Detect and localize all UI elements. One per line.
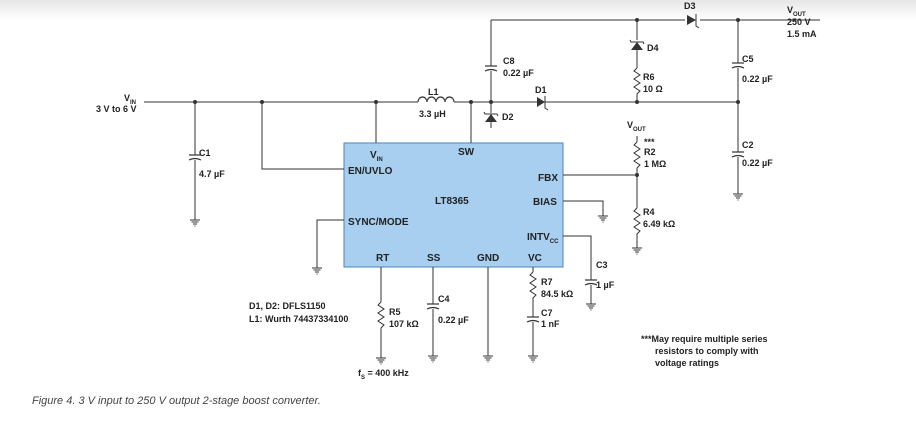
- diode-d2: [483, 102, 499, 128]
- capacitor-c7: [526, 316, 540, 363]
- resistor-r2: [563, 136, 641, 208]
- r7-ref: R7: [541, 277, 553, 287]
- vout-label: VOUT: [787, 5, 806, 18]
- c1-ref: C1: [199, 148, 211, 158]
- r6-value: 10 Ω: [643, 84, 663, 94]
- resistor-r7: [529, 267, 537, 317]
- c8-ref: C8: [503, 56, 515, 66]
- c8-value: 0.22 µF: [503, 68, 534, 78]
- vin-range: 3 V to 6 V: [96, 104, 137, 114]
- d1-ref: D1: [535, 85, 547, 95]
- ic-pin-bias: BIAS: [533, 197, 557, 208]
- ic-pin-intvcc: INTVCC: [527, 232, 559, 245]
- c7-value: 1 nF: [541, 319, 560, 329]
- r4-ref: R4: [643, 207, 655, 217]
- c2-value: 0.22 µF: [742, 158, 773, 168]
- note-resistor-1: ***May require multiple series: [641, 334, 768, 344]
- capacitor-c8: [484, 19, 685, 102]
- c3-ref: C3: [596, 260, 608, 270]
- diode-d1: [537, 96, 740, 111]
- capacitor-c5: [731, 20, 745, 102]
- r5-value: 107 kΩ: [389, 319, 419, 329]
- r4-value: 6.49 kΩ: [643, 219, 675, 229]
- ic-pin-gnd: GND: [477, 253, 499, 264]
- d4-ref: D4: [647, 43, 659, 53]
- r2-value: 1 MΩ: [644, 159, 666, 169]
- vout-voltage: 250 V: [787, 17, 811, 27]
- note-resistor-3: voltage ratings: [655, 358, 719, 368]
- ic-lt8365: [343, 142, 564, 268]
- ic-name: LT8365: [435, 196, 469, 207]
- diode-d4: [629, 18, 645, 68]
- r5-ref: R5: [389, 307, 401, 317]
- ic-pin-en-uvlo: EN/UVLO: [348, 166, 393, 177]
- c1-value: 4.7 µF: [199, 169, 225, 179]
- d3-ref: D3: [684, 1, 696, 11]
- gnd-pin-ground: [482, 267, 494, 363]
- ic-pin-sw: SW: [458, 147, 475, 158]
- sync-ground: [311, 219, 344, 275]
- resistor-r6: [633, 67, 641, 102]
- capacitor-c2: [731, 102, 745, 201]
- ic-pin-rt: RT: [376, 253, 389, 264]
- vout-node-label: VOUT: [627, 120, 646, 133]
- figure-caption: Figure 4. 3 V input to 250 V output 2-st…: [32, 395, 321, 407]
- ic-pin-sync-mode: SYNC/MODE: [348, 217, 409, 228]
- ic-pin-vc: VC: [528, 253, 542, 264]
- note-inductor: L1: Wurth 74437334100: [249, 314, 348, 324]
- l1-value: 3.3 µH: [419, 109, 446, 119]
- input-rail: [144, 100, 418, 170]
- resistor-r4: [631, 207, 643, 255]
- r2-mark: ***: [644, 137, 655, 147]
- c4-value: 0.22 µF: [438, 315, 469, 325]
- vin-label: VIN: [124, 93, 136, 106]
- c7-ref: C7: [541, 308, 553, 318]
- l1-ref: L1: [428, 87, 439, 97]
- r7-value: 84.5 kΩ: [541, 289, 573, 299]
- r2-ref: R2: [644, 147, 656, 157]
- note-resistor-2: resistors to comply with: [655, 346, 759, 356]
- ic-pin-ss: SS: [427, 253, 441, 264]
- ic-pin-fbx: FBX: [538, 173, 558, 184]
- c3-value: 1 µF: [596, 280, 615, 290]
- capacitor-c4: [426, 267, 440, 363]
- d2-ref: D2: [502, 112, 514, 122]
- c5-ref: C5: [742, 54, 754, 64]
- r6-ref: R6: [643, 72, 655, 82]
- capacitor-c3: [563, 235, 598, 311]
- c5-value: 0.22 µF: [742, 74, 773, 84]
- c4-ref: C4: [438, 294, 450, 304]
- c2-ref: C2: [742, 140, 754, 150]
- capacitor-c1: [188, 102, 202, 227]
- note-diodes: D1, D2: DFLS1150: [249, 301, 326, 311]
- note-fs: fS = 400 kHz: [358, 368, 409, 381]
- ic-pin-vin: VIN: [370, 150, 383, 163]
- bias-ground: [563, 200, 609, 223]
- vout-current: 1.5 mA: [787, 29, 817, 39]
- resistor-r5: [375, 267, 387, 365]
